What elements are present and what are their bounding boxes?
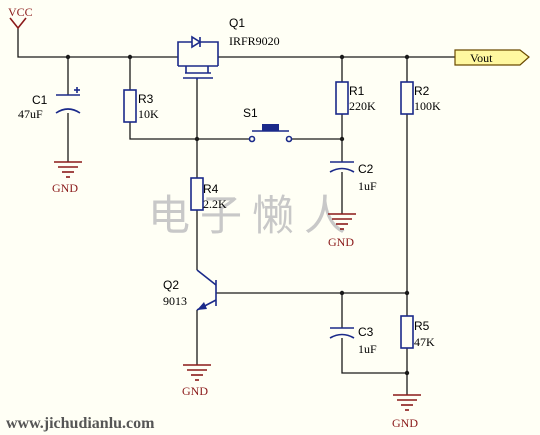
r2-ref: R2	[414, 84, 430, 98]
ground-label: GND	[182, 384, 208, 398]
r5-ref: R5	[414, 319, 430, 333]
junction-dots	[65, 54, 410, 376]
r1-value: 220K	[349, 99, 376, 113]
c3-value: 1uF	[358, 342, 377, 356]
vout-label: Vout	[470, 51, 493, 65]
capacitor-c1: C1 47uF	[18, 87, 81, 121]
resistor-r4: R4 2.2K	[190, 177, 227, 211]
ground-label: GND	[52, 181, 78, 195]
r5-value: 47K	[414, 335, 435, 349]
transistor-q2: Q2 9013	[163, 269, 217, 311]
ground-label: GND	[392, 416, 418, 430]
q2-value: 9013	[163, 294, 187, 308]
q1-value: IRFR9020	[229, 34, 280, 48]
c2-value: 1uF	[358, 179, 377, 193]
c1-ref: C1	[32, 93, 48, 107]
r3-value: 10K	[138, 107, 159, 121]
c1-value: 47uF	[18, 107, 43, 121]
r2-value: 100K	[414, 99, 441, 113]
website-url: www.jichudianlu.com	[6, 415, 155, 432]
capacitor-c2: C2 1uF	[329, 161, 377, 193]
c3-ref: C3	[358, 325, 374, 339]
ground-symbol: GND	[182, 364, 211, 398]
ground-symbol: GND	[52, 161, 82, 195]
r4-ref: R4	[203, 182, 219, 196]
mosfet-q1: Q1 IRFR9020	[177, 16, 280, 80]
watermark: 电子懒人	[148, 191, 356, 240]
vcc-symbol: VCC	[8, 5, 33, 30]
r1-ref: R1	[349, 84, 365, 98]
resistor-r3: R3 10K	[123, 89, 159, 123]
resistor-r5: R5 47K	[400, 315, 435, 349]
ground-label: GND	[328, 235, 354, 249]
vout-port: Vout	[454, 49, 530, 66]
switch-s1: S1	[243, 106, 293, 143]
ground-symbol: GND	[392, 394, 421, 430]
capacitor-c3: C3 1uF	[329, 325, 377, 356]
r4-value: 2.2K	[203, 197, 227, 211]
s1-ref: S1	[243, 106, 258, 120]
ground-symbol: GND	[328, 213, 356, 249]
resistor-r2: R2 100K	[400, 81, 441, 115]
q2-ref: Q2	[163, 278, 179, 292]
vcc-label: VCC	[8, 5, 33, 19]
c2-ref: C2	[358, 162, 374, 176]
q1-ref: Q1	[229, 16, 245, 30]
r3-ref: R3	[138, 92, 154, 106]
resistor-r1: R1 220K	[335, 81, 376, 115]
